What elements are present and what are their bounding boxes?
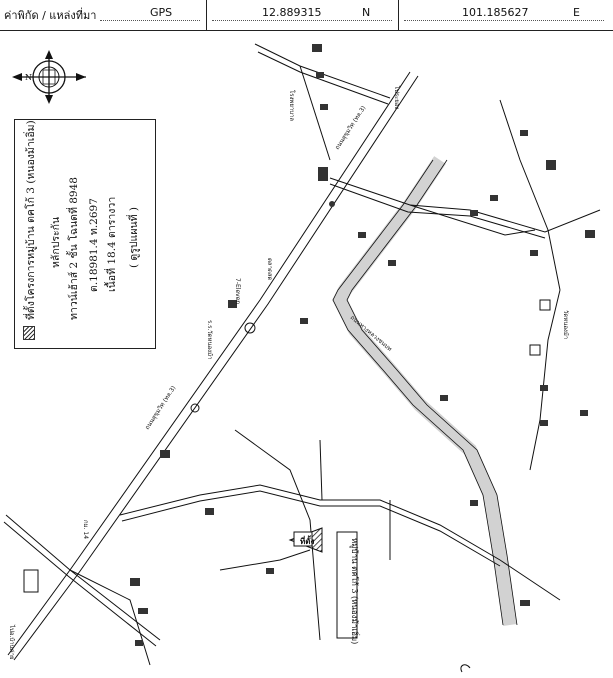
pen-mark <box>460 664 471 673</box>
towards-label-2: ไประยอง <box>393 85 401 109</box>
legend-line-1: ที่ตั้งโครงการหมู่บ้าน ตคโก้ 3 (หนองม้าเ… <box>23 120 39 340</box>
site-marker <box>288 527 323 553</box>
latitude-value: 12.889315 <box>262 6 322 19</box>
legend-project: ที่ตั้งโครงการหมู่บ้าน ตคโก้ 3 (หนองม้าเ… <box>25 120 37 320</box>
legend-line-5: เนื้อที่ 18.4 ตารางวา <box>106 196 118 292</box>
longitude-value: 101.185627 <box>462 6 529 19</box>
legend-line-6: ( ดูรูปแผนที่ ) <box>128 206 140 268</box>
road-north <box>254 43 391 161</box>
hatch-swatch-icon <box>23 326 35 340</box>
towards-label: ไปอ.บ้านค่าย <box>8 624 16 660</box>
project-label: หมู่บ้าน ตคโก้ 3 (หนองม้าเอิ่ม) <box>349 538 361 644</box>
longitude-direction: E <box>573 6 580 19</box>
canal <box>332 156 518 626</box>
header-separator <box>206 0 207 30</box>
building-icons <box>23 44 595 646</box>
road-southwest <box>3 514 161 666</box>
compass-icon <box>12 50 86 104</box>
longitude-underline <box>404 20 604 21</box>
latitude-underline <box>212 20 392 21</box>
coordinate-source: GPS <box>150 6 173 19</box>
header-separator <box>398 0 399 30</box>
compass-north: N <box>25 73 32 82</box>
school-label: ร.ร.วัดหนองม้า <box>206 320 213 359</box>
temple-label: วัดหนองม้า <box>562 310 569 339</box>
legend-box: ที่ตั้งโครงการหมู่บ้าน ตคโก้ 3 (หนองม้าเ… <box>14 119 156 349</box>
site-label: ที่ตั้ง <box>300 535 314 546</box>
legend-line-2: หลักประกัน <box>50 216 62 268</box>
legend-line-3: ทาวน์เฮ้าส์ 2 ชั้น โฉนดที่ 8948 <box>68 177 80 320</box>
latitude-direction: N <box>362 6 371 19</box>
source-underline <box>100 20 200 21</box>
seven-eleven-label: 7-Eleven <box>234 278 241 304</box>
coordinate-label: ค่าพิกัด / แหล่งที่มา <box>4 9 97 22</box>
road-east <box>329 99 601 471</box>
project-label-box <box>336 531 358 639</box>
hospital-label: โรงพยาบาล <box>288 90 296 121</box>
road-lower <box>119 429 561 641</box>
market-label: ตลาดสด <box>266 258 273 281</box>
coordinate-header: ค่าพิกัด / แหล่งที่มา GPS 12.889315 N 10… <box>0 0 613 31</box>
km-label: กม. 14 <box>82 520 89 539</box>
legend-line-4: ต.18981.4 ท.2697 <box>88 198 100 292</box>
legend-content: ที่ตั้งโครงการหมู่บ้าน ตคโก้ 3 (หนองม้าเ… <box>15 120 155 348</box>
